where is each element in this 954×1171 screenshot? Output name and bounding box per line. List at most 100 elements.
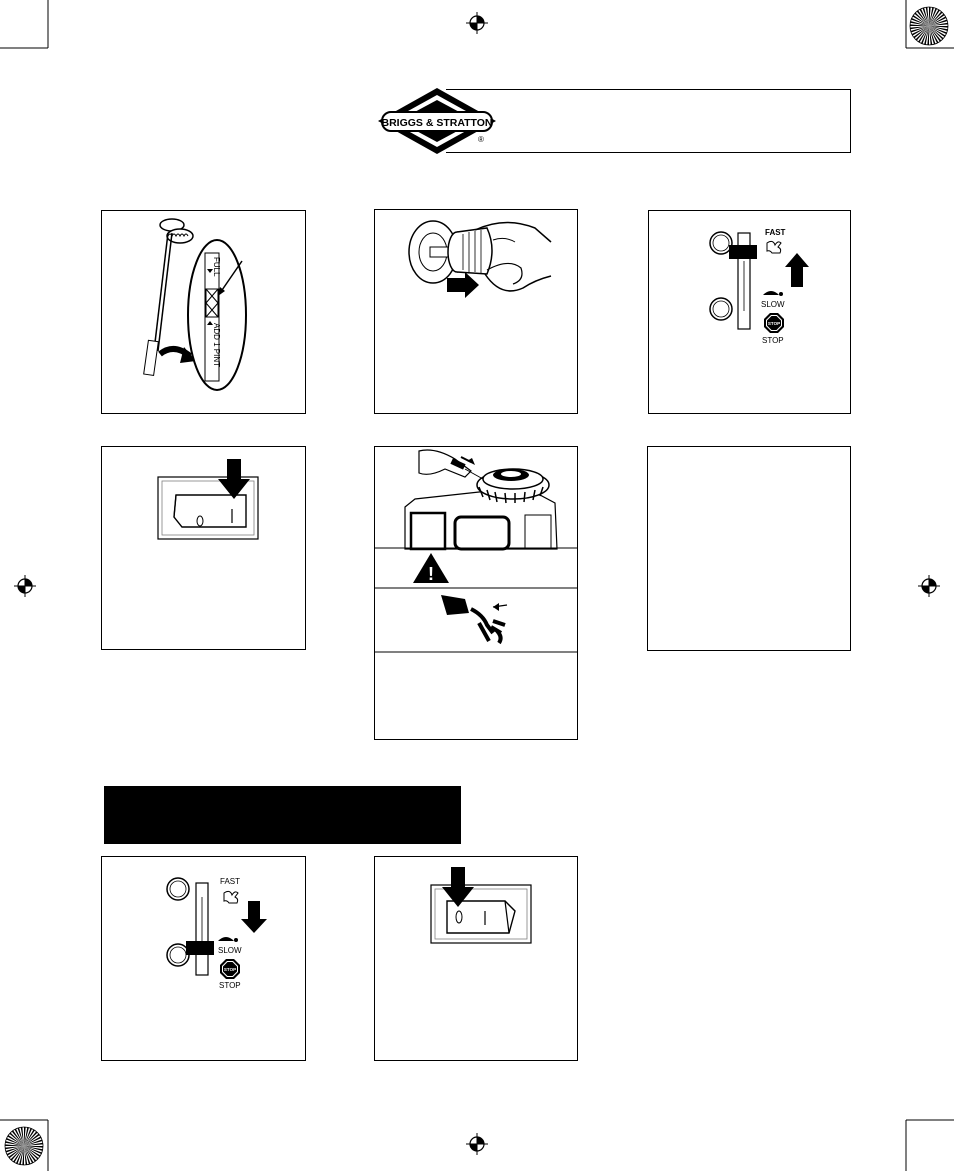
starburst-ray [20,1127,24,1146]
starburst-ray [5,1146,24,1153]
starburst-ray [929,26,933,45]
throttle-slow-panel-fast-label: FAST [220,877,240,886]
starburst-ray [916,10,929,26]
starburst-ray [929,26,944,40]
starburst-ray [24,1133,40,1146]
starburst-ray [9,1132,24,1146]
starter-rope-illustration: ! [375,449,577,653]
registration-target-right [918,575,940,597]
starburst-ray [929,26,947,35]
starburst-ring [4,1126,44,1166]
throttle-slow-illustration: FAST SLOW STOP STOP [166,877,267,990]
starburst-ray [24,1129,35,1146]
panel-switch-off [374,856,578,1061]
starburst-ray [24,1146,34,1164]
starburst-ray [929,26,946,37]
starburst-ray [19,1146,24,1165]
starburst-ray [913,26,929,39]
dipstick-illustration: FULL ADD 1 PINT [143,218,247,391]
starburst-ray [929,7,934,26]
starburst-ray [929,7,931,26]
panel-switch-on [101,446,306,650]
throttle-slow-panel-slow-label: SLOW [218,946,242,955]
starburst-ray [911,26,929,36]
starburst-ray [929,26,948,31]
starburst-ray [929,19,948,26]
starburst-mark-top-right [909,6,949,46]
dipstick-add-label: ADD 1 PINT [212,323,221,367]
registration-target-top [466,12,488,34]
starburst-ray [927,26,929,45]
starburst-ray [24,1146,43,1148]
starburst-ray [911,17,929,26]
panel-throttle-fast: FAST SLOW STOP STOP [648,210,851,414]
starburst-ray [24,1131,38,1146]
starburst-ray [24,1146,39,1160]
starburst-ray [24,1136,42,1146]
starburst-ray [14,1128,24,1146]
starburst-ray [910,21,929,26]
starburst-ray [922,7,929,26]
panel-pull-starter: ! [374,446,578,740]
warning-triangle-icon [413,553,449,583]
logo-wordmark: BRIGGS & STRATTON [381,117,492,129]
starburst-ray [920,26,929,44]
header-frame [446,89,851,153]
throttle-fast-illustration: FAST SLOW STOP STOP [709,228,809,345]
registration-target-left [14,575,36,597]
starburst-ray [24,1146,28,1165]
starburst-ray [24,1139,43,1146]
rocker-switch-off-illustration [430,867,532,944]
starburst-ray [5,1146,25,1150]
starburst-ray [24,1127,29,1146]
starburst-ray [929,16,947,26]
panel-pull-choke [374,209,578,414]
stop-sign-text-2: STOP [224,967,236,972]
starburst-ray [11,1130,24,1146]
starburst-ray [8,1146,24,1159]
starburst-ray [6,1137,25,1146]
starburst-ray [7,1135,25,1146]
throttle-slow-panel-stop-label: STOP [219,981,241,990]
starburst-ray [24,1142,43,1146]
starburst-ray [929,26,948,28]
rocker-switch-on-illustration [157,459,259,540]
starburst-ray [24,1128,33,1146]
starburst-ray [914,12,929,26]
starburst-ray [24,1146,31,1165]
starburst-ray [918,26,929,43]
starburst-ray [910,24,929,26]
starburst-ray [929,22,948,26]
starburst-ray [24,1127,26,1146]
starburst-ray [929,11,943,26]
starburst-ray [10,1146,24,1161]
throttle-stop-label: STOP [762,336,784,345]
starburst-ray [925,7,929,27]
starburst-ray [24,1146,41,1157]
starburst-ray [22,1146,24,1165]
starburst-ray [929,26,942,42]
starburst-ray [24,1146,37,1162]
stopping-section-banner [104,786,461,844]
registration-target-bottom [466,1133,488,1155]
throttle-slow-label: SLOW [761,300,785,309]
starburst-ray [929,8,938,26]
starburst-ray [919,8,929,27]
starburst-ring [909,6,949,46]
starburst-ray [929,26,939,44]
starburst-ray [5,1141,24,1146]
starburst-ray [910,26,929,30]
starburst-ray [24,1146,42,1155]
starburst-ray [5,1144,24,1146]
starburst-ray [915,26,929,41]
starburst-ray [929,9,940,26]
starburst-ray [15,1146,24,1164]
starburst-ray [13,1146,24,1163]
warning-exclamation: ! [428,564,434,584]
starburst-ray [924,26,929,45]
briggs-stratton-logo: BRIGGS & STRATTON ® [378,88,496,154]
starburst-mark-bottom-left [4,1126,44,1166]
starburst-ray [912,15,929,26]
panel-throttle-slow: FAST SLOW STOP STOP [101,856,306,1061]
